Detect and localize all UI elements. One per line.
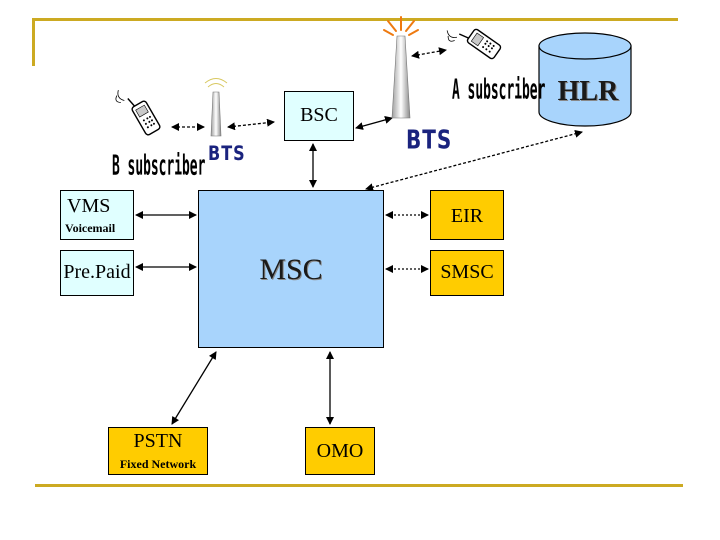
omo-label: OMO (316, 440, 364, 462)
cell-tower-icon (383, 16, 419, 119)
frame-line-top (32, 18, 678, 21)
mobile-phone-icon (446, 28, 502, 60)
bsc-node: BSC (284, 91, 354, 141)
omo-node: OMO (305, 427, 375, 475)
pstn-label: PSTN (133, 430, 183, 452)
hlr-label: HLR (557, 76, 619, 107)
link-tower-left-to-bsc (227, 118, 275, 131)
b-subscriber-label: B subscriber (112, 150, 206, 182)
pstn-node: PSTN Fixed Network (108, 427, 208, 475)
frame-line-bottom (35, 484, 683, 487)
vms-label: VMS (67, 195, 111, 217)
prepaid-node: Pre.Paid (60, 250, 134, 296)
frame-line-left (32, 18, 35, 66)
hlr-cylinder-top (538, 32, 632, 60)
vms-node: VMS Voicemail (60, 190, 134, 240)
hlr-cylinder-body (538, 45, 632, 127)
bsc-label: BSC (300, 104, 338, 126)
vms-sublabel: Voicemail (65, 221, 116, 235)
link-tower-right-to-phone (411, 47, 447, 59)
msc-node: MSC (198, 190, 384, 348)
eir-node: EIR (430, 190, 504, 240)
link-hlr-to-msc (365, 129, 583, 192)
link-bsc-to-tower-right (355, 116, 393, 130)
mobile-phone-icon (115, 89, 161, 136)
a-subscriber-label: A subscriber (452, 74, 546, 106)
smsc-node: SMSC (430, 250, 504, 296)
cell-tower-icon (204, 78, 228, 137)
database-cylinder-icon (538, 32, 632, 127)
pstn-sublabel: Fixed Network (119, 457, 197, 471)
link-msc-to-pstn (171, 351, 217, 425)
smsc-label: SMSC (440, 261, 494, 283)
eir-label: EIR (450, 205, 484, 227)
bts-right-label: BTS (406, 124, 453, 156)
prepaid-label: Pre.Paid (63, 261, 131, 283)
msc-label: MSC (259, 253, 323, 286)
bts-left-label: BTS (208, 142, 246, 165)
